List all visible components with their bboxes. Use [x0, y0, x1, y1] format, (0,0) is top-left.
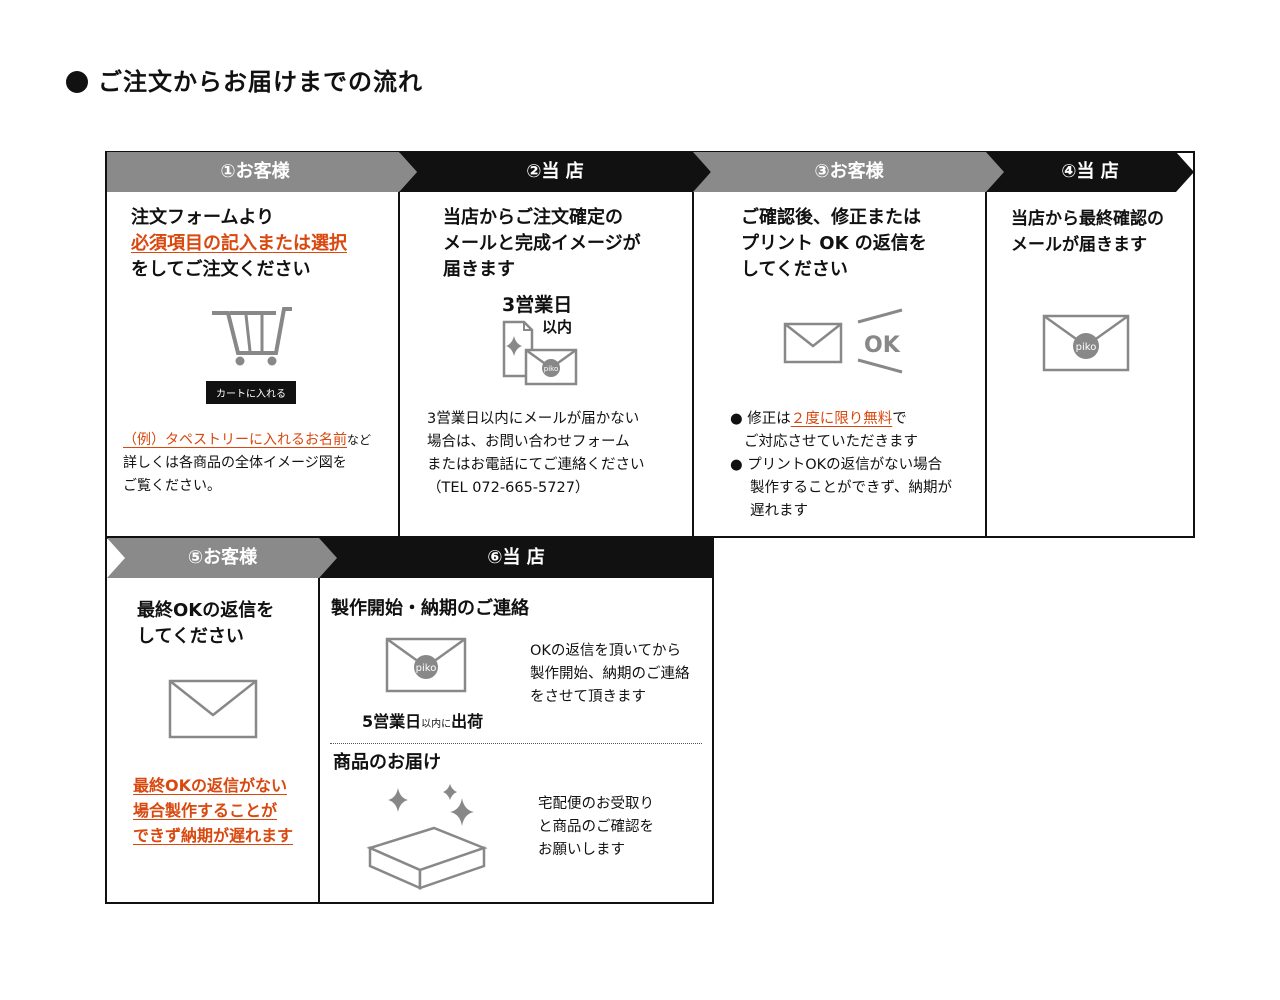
step-3-header: ③お客様: [693, 152, 1005, 192]
package-icon: [366, 784, 488, 890]
step-4-header: ④当 店: [986, 152, 1194, 192]
svg-text:piko: piko: [1076, 342, 1097, 353]
business-days-badge: 3営業日: [502, 294, 573, 316]
svg-text:OK: OK: [864, 333, 901, 358]
step-5-warning: 最終OKの返信がない 場合製作することが できず納期が遅れます: [133, 776, 294, 845]
section-production-title: 製作開始・納期のご連絡: [331, 598, 529, 619]
within-label: 以内: [542, 318, 573, 336]
svg-text:piko: piko: [544, 365, 558, 373]
step-3-notes: ● 修正は２度に限り無料で ご対応させていただきます ● プリントOKの返信がな…: [730, 411, 952, 519]
shopping-cart-icon: [212, 307, 292, 366]
step-2-text: 当店からご注文確定の メールと完成イメージが 届きます: [443, 207, 641, 280]
envelope-piko-icon: piko: [1042, 314, 1130, 372]
divider: [985, 190, 987, 537]
document-mail-icon: piko: [502, 320, 578, 386]
step-2-header: ②当 店: [399, 152, 711, 192]
svg-text:piko: piko: [416, 663, 437, 674]
divider: [398, 190, 400, 537]
envelope-icon: [783, 322, 843, 364]
flow-row-1: [105, 151, 1195, 538]
step-1-note: （例）タペストリーに入れるお名前など 詳しくは各商品の全体イメージ図を ご覧くだ…: [123, 432, 372, 494]
section-production-text: OKの返信を頂いてから 製作開始、納期のご連絡 をさせて頂きます: [530, 643, 690, 705]
section-divider: [330, 743, 702, 744]
envelope-piko-icon: piko: [385, 637, 467, 693]
step-3-text: ご確認後、修正または プリント OK の返信を してください: [741, 207, 927, 280]
envelope-icon: [168, 679, 258, 739]
step-2-note: 3営業日以内にメールが届かない 場合は、お問い合わせフォーム またはお電話にてご…: [427, 411, 645, 496]
section-delivery-text: 宅配便のお受取り と商品のご確認を お願いします: [538, 796, 654, 858]
step-5-header: ⑤お客様: [107, 538, 338, 578]
bullet-dot-icon: ●: [730, 457, 748, 473]
ok-reply-icon: OK: [857, 308, 903, 374]
page-title: ご注文からお届けまでの流れ: [66, 62, 423, 97]
step-6-header: ⑥当 店: [319, 538, 713, 578]
bullet-dot-icon: [66, 71, 88, 93]
bullet-dot-icon: ●: [730, 411, 748, 427]
step-1-text: 注文フォームより 必須項目の記入または選択 をしてご注文ください: [131, 207, 347, 280]
ship-deadline: 5営業日以内に出荷: [362, 712, 484, 731]
divider: [318, 577, 320, 903]
step-4-text: 当店から最終確認の メールが届きます: [1011, 209, 1164, 255]
section-delivery-title: 商品のお届け: [333, 752, 441, 773]
step-5-text: 最終OKの返信を してください: [137, 600, 275, 647]
add-to-cart-button[interactable]: カートに入れる: [206, 381, 296, 404]
step-1-header: ①お客様: [107, 152, 417, 192]
divider: [692, 190, 694, 537]
